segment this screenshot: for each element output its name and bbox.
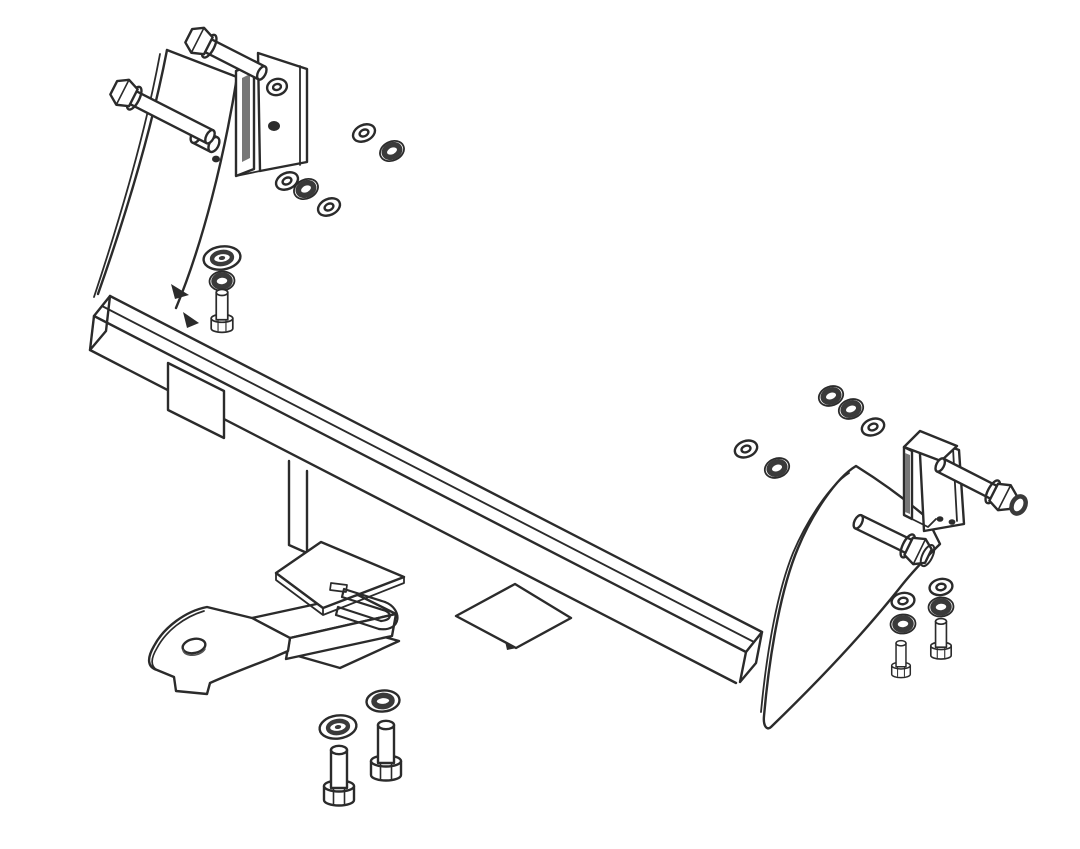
vertical-bolt [890, 639, 912, 679]
nut [209, 270, 236, 291]
washer [927, 575, 955, 599]
right-bracket-bolt-1 [934, 457, 1028, 516]
vertical-bolt [929, 617, 953, 660]
nut [1009, 494, 1028, 516]
tongue-ball-mount [147, 605, 292, 696]
tongue-assembly [147, 540, 406, 696]
crossbar-right-end [738, 630, 764, 684]
bracket-hole [265, 77, 289, 97]
vertical-bolt [369, 719, 403, 782]
left-bracket-bolt-2 [106, 74, 216, 145]
bracket-hole-filled [936, 516, 944, 522]
nut [377, 137, 408, 165]
flange-washer [318, 713, 358, 741]
washer [731, 436, 761, 462]
right-bracket-bolt-2 [852, 513, 936, 570]
vertical-bolt [210, 288, 234, 334]
left-bracket-bolt-1 [181, 22, 268, 81]
left-mounting-bracket [234, 51, 309, 178]
right-mounting-bracket [902, 429, 966, 533]
hitch-ball-hole [181, 637, 207, 655]
washer [348, 119, 380, 147]
washer [919, 544, 936, 568]
nut [762, 455, 792, 481]
weld-dot [212, 155, 220, 163]
clamp-slot [329, 582, 348, 593]
flange-washer [202, 244, 242, 272]
clamp-plate [274, 540, 406, 616]
bracket-hole-filled [268, 121, 280, 131]
bracket-hole-filled [948, 519, 956, 525]
washer [858, 414, 888, 440]
flange-nut [366, 689, 401, 713]
u-bolt [334, 587, 399, 631]
gusset-plate [166, 361, 226, 440]
safety-chain-plate [454, 582, 573, 650]
left-side-plate [93, 48, 239, 328]
crossbar [88, 294, 764, 685]
vertical-bolt [322, 744, 356, 807]
nut [928, 596, 955, 617]
tongue-support [287, 459, 309, 555]
nut [890, 613, 917, 634]
washer [313, 193, 345, 221]
